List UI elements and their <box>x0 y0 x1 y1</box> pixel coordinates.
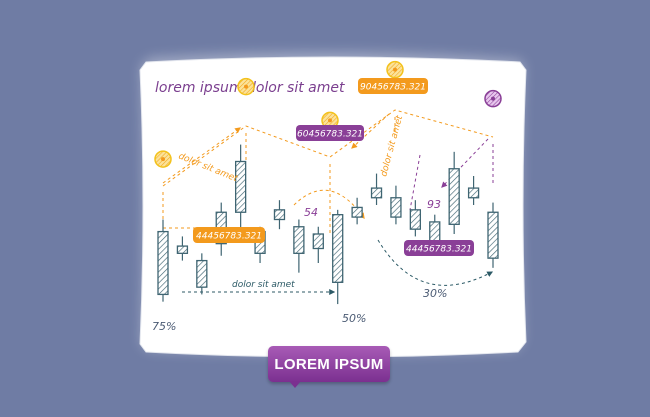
candle <box>157 219 169 302</box>
callout-text: 9045678З.З21 <box>360 83 426 93</box>
percent-label: 75% <box>152 320 176 333</box>
marker-connector <box>162 109 494 187</box>
arrow-arc-teal <box>377 239 494 286</box>
number-label: 54 <box>304 206 318 219</box>
candle-body <box>390 197 402 218</box>
callout-bg <box>193 227 265 243</box>
callout-bg <box>296 125 364 141</box>
paper-sheet <box>139 56 527 358</box>
callout-text: 60456783.З21 <box>297 130 363 140</box>
candle <box>332 209 344 305</box>
arrow-down-mid <box>351 113 390 149</box>
candle-body <box>370 187 383 199</box>
callout-2: 60456783.З21 <box>296 125 364 141</box>
candle-body <box>409 209 422 230</box>
candle-body <box>332 214 344 283</box>
candle-body <box>487 211 499 259</box>
marker <box>237 77 255 96</box>
marker <box>484 89 502 108</box>
callout-3: 44456783.З21 <box>193 227 265 243</box>
candle-body <box>196 259 208 288</box>
number-label: 93 <box>427 198 441 211</box>
candle-body <box>351 206 363 218</box>
callout-text: 44456783.З21 <box>406 245 472 255</box>
candle <box>409 200 422 237</box>
marker <box>386 60 404 79</box>
candle <box>234 144 247 230</box>
callout-bg <box>404 240 474 256</box>
candle-body <box>293 226 305 254</box>
candle <box>448 151 460 234</box>
candles <box>157 144 499 305</box>
markers <box>154 60 502 168</box>
candle <box>176 236 189 261</box>
candle-body <box>176 245 189 254</box>
candle <box>467 176 480 205</box>
marker-dot <box>244 84 248 89</box>
arrow-up-left <box>162 127 241 184</box>
callout-bg <box>358 78 428 94</box>
lorem-ipsum-button-label: LOREM IPSUM <box>274 355 384 373</box>
candle <box>312 226 324 263</box>
candle <box>487 202 499 268</box>
marker-dot <box>161 157 165 162</box>
callout-4: 44456783.З21 <box>404 240 474 256</box>
marker-dot <box>393 67 397 72</box>
candle <box>293 219 305 273</box>
candle-body <box>312 233 324 250</box>
candle <box>196 253 208 295</box>
marker-dot <box>328 118 332 123</box>
candle-body <box>157 230 169 296</box>
ribbon-pointer <box>289 381 301 388</box>
candle-body <box>234 160 247 213</box>
callout-text: 44456783.З21 <box>196 232 262 242</box>
marker <box>154 150 172 168</box>
note-text: dolor sit amet <box>232 280 295 290</box>
candle <box>390 185 402 225</box>
percent-label: 50% <box>342 312 366 325</box>
candle <box>370 173 383 205</box>
candle-body <box>467 187 480 199</box>
lorem-ipsum-button[interactable]: LOREM IPSUM <box>268 346 390 382</box>
marker-dot <box>491 96 495 101</box>
candle-body <box>448 168 460 225</box>
candle <box>351 197 363 225</box>
percent-label: 30% <box>423 287 447 300</box>
candle-body <box>273 209 286 221</box>
callout-1: 9045678З.З21 <box>358 78 428 94</box>
candle <box>273 200 286 230</box>
